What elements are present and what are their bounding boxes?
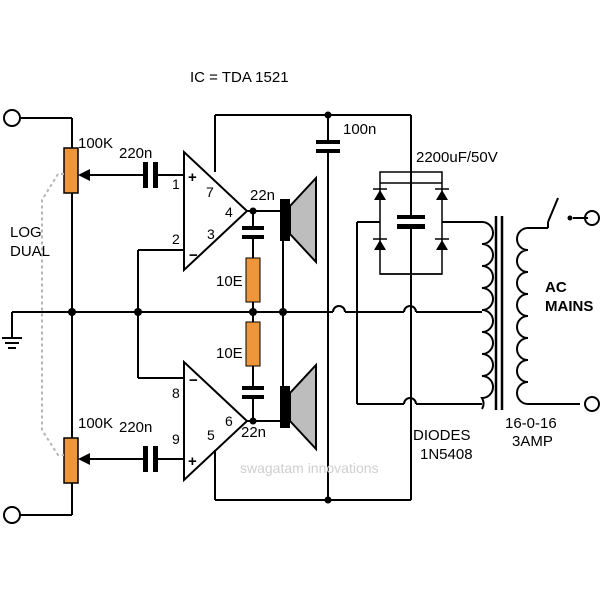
transformer-label-line2: 3AMP	[512, 433, 553, 450]
input-terminal-bottom	[3, 506, 21, 524]
speaker-bottom-icon	[280, 312, 317, 452]
speaker-top-icon	[280, 175, 317, 312]
supply-rails	[214, 114, 412, 501]
pot-type-line1: LOG	[10, 224, 42, 241]
input-capacitor-bottom	[140, 446, 184, 472]
wiper-arrow-icon	[78, 453, 90, 465]
diodes-label-line2: 1N5408	[420, 446, 473, 463]
pin-5-label: 5	[207, 427, 215, 443]
potentiometer-bottom	[63, 312, 140, 515]
amp-bottom-plus: +	[188, 453, 197, 470]
supply-capacitor	[316, 115, 340, 500]
amp-top-minus: −	[189, 247, 198, 264]
cap-supply-label: 100n	[343, 121, 376, 138]
input-terminals	[2, 109, 72, 524]
pin-2-label: 2	[172, 231, 180, 247]
pin-6-label: 6	[225, 413, 233, 429]
res-zobel-bottom-label: 10E	[216, 345, 243, 362]
pot-type-line2: DUAL	[10, 243, 50, 260]
pin-7-label: 7	[206, 184, 214, 200]
res-zobel-top-label: 10E	[216, 273, 243, 290]
wiper-arrow-icon	[78, 169, 90, 181]
cap-in-top-label: 220n	[119, 145, 152, 162]
input-terminal-top	[3, 109, 21, 127]
res-zobel-bottom-body	[245, 321, 261, 367]
pot-bottom-label: 100K	[78, 415, 113, 432]
transformer	[480, 216, 580, 410]
pot-bottom-body	[63, 437, 79, 484]
mains-terminal-bottom	[584, 396, 600, 412]
potentiometer-top	[63, 118, 140, 312]
pin-9-label: 9	[172, 431, 180, 447]
cap-zobel-bottom-label: 22n	[241, 424, 266, 441]
amp-top-plus: +	[188, 169, 197, 186]
filter-capacitor	[397, 183, 425, 274]
ground-icon	[2, 312, 22, 349]
transformer-primary-coil-icon	[480, 221, 494, 410]
diodes-label-line1: DIODES	[413, 427, 471, 444]
pin-1-label: 1	[172, 176, 180, 192]
zobel-bottom	[242, 312, 280, 422]
res-zobel-top-body	[245, 257, 261, 303]
mains-label-line2: MAINS	[545, 298, 593, 315]
pin-8-label: 8	[172, 385, 180, 401]
ic-title: IC = TDA 1521	[190, 69, 289, 86]
amplifier-top: + −	[183, 149, 249, 273]
diode-icon	[435, 238, 449, 250]
pot-top-body	[63, 147, 79, 194]
ac-wiring	[356, 221, 482, 405]
diode-icon	[435, 188, 449, 200]
pot-top-label: 100K	[78, 135, 113, 152]
pin-3-label: 3	[207, 226, 215, 242]
mains-switch-icon	[547, 197, 588, 228]
diode-icon	[373, 238, 387, 250]
watermark: swagatam innovations	[240, 460, 379, 476]
dual-gang-link	[41, 173, 64, 456]
pin-4-label: 4	[225, 204, 233, 220]
amplifier-top-triangle	[183, 149, 249, 273]
cap-filter-label: 2200uF/50V	[416, 149, 498, 166]
input-capacitor-top	[140, 162, 184, 188]
diode-icon	[373, 188, 387, 200]
feedback-wiring	[137, 249, 184, 379]
zobel-top	[242, 210, 280, 312]
cap-in-bottom-label: 220n	[119, 419, 152, 436]
transformer-secondary-coil-icon	[516, 227, 529, 405]
transformer-label-line1: 16-0-16	[505, 415, 557, 432]
mains-label-line1: AC	[545, 279, 567, 296]
mains-terminal-top	[584, 210, 600, 226]
amp-bottom-minus: −	[189, 372, 198, 389]
cap-zobel-top-label: 22n	[250, 187, 275, 204]
